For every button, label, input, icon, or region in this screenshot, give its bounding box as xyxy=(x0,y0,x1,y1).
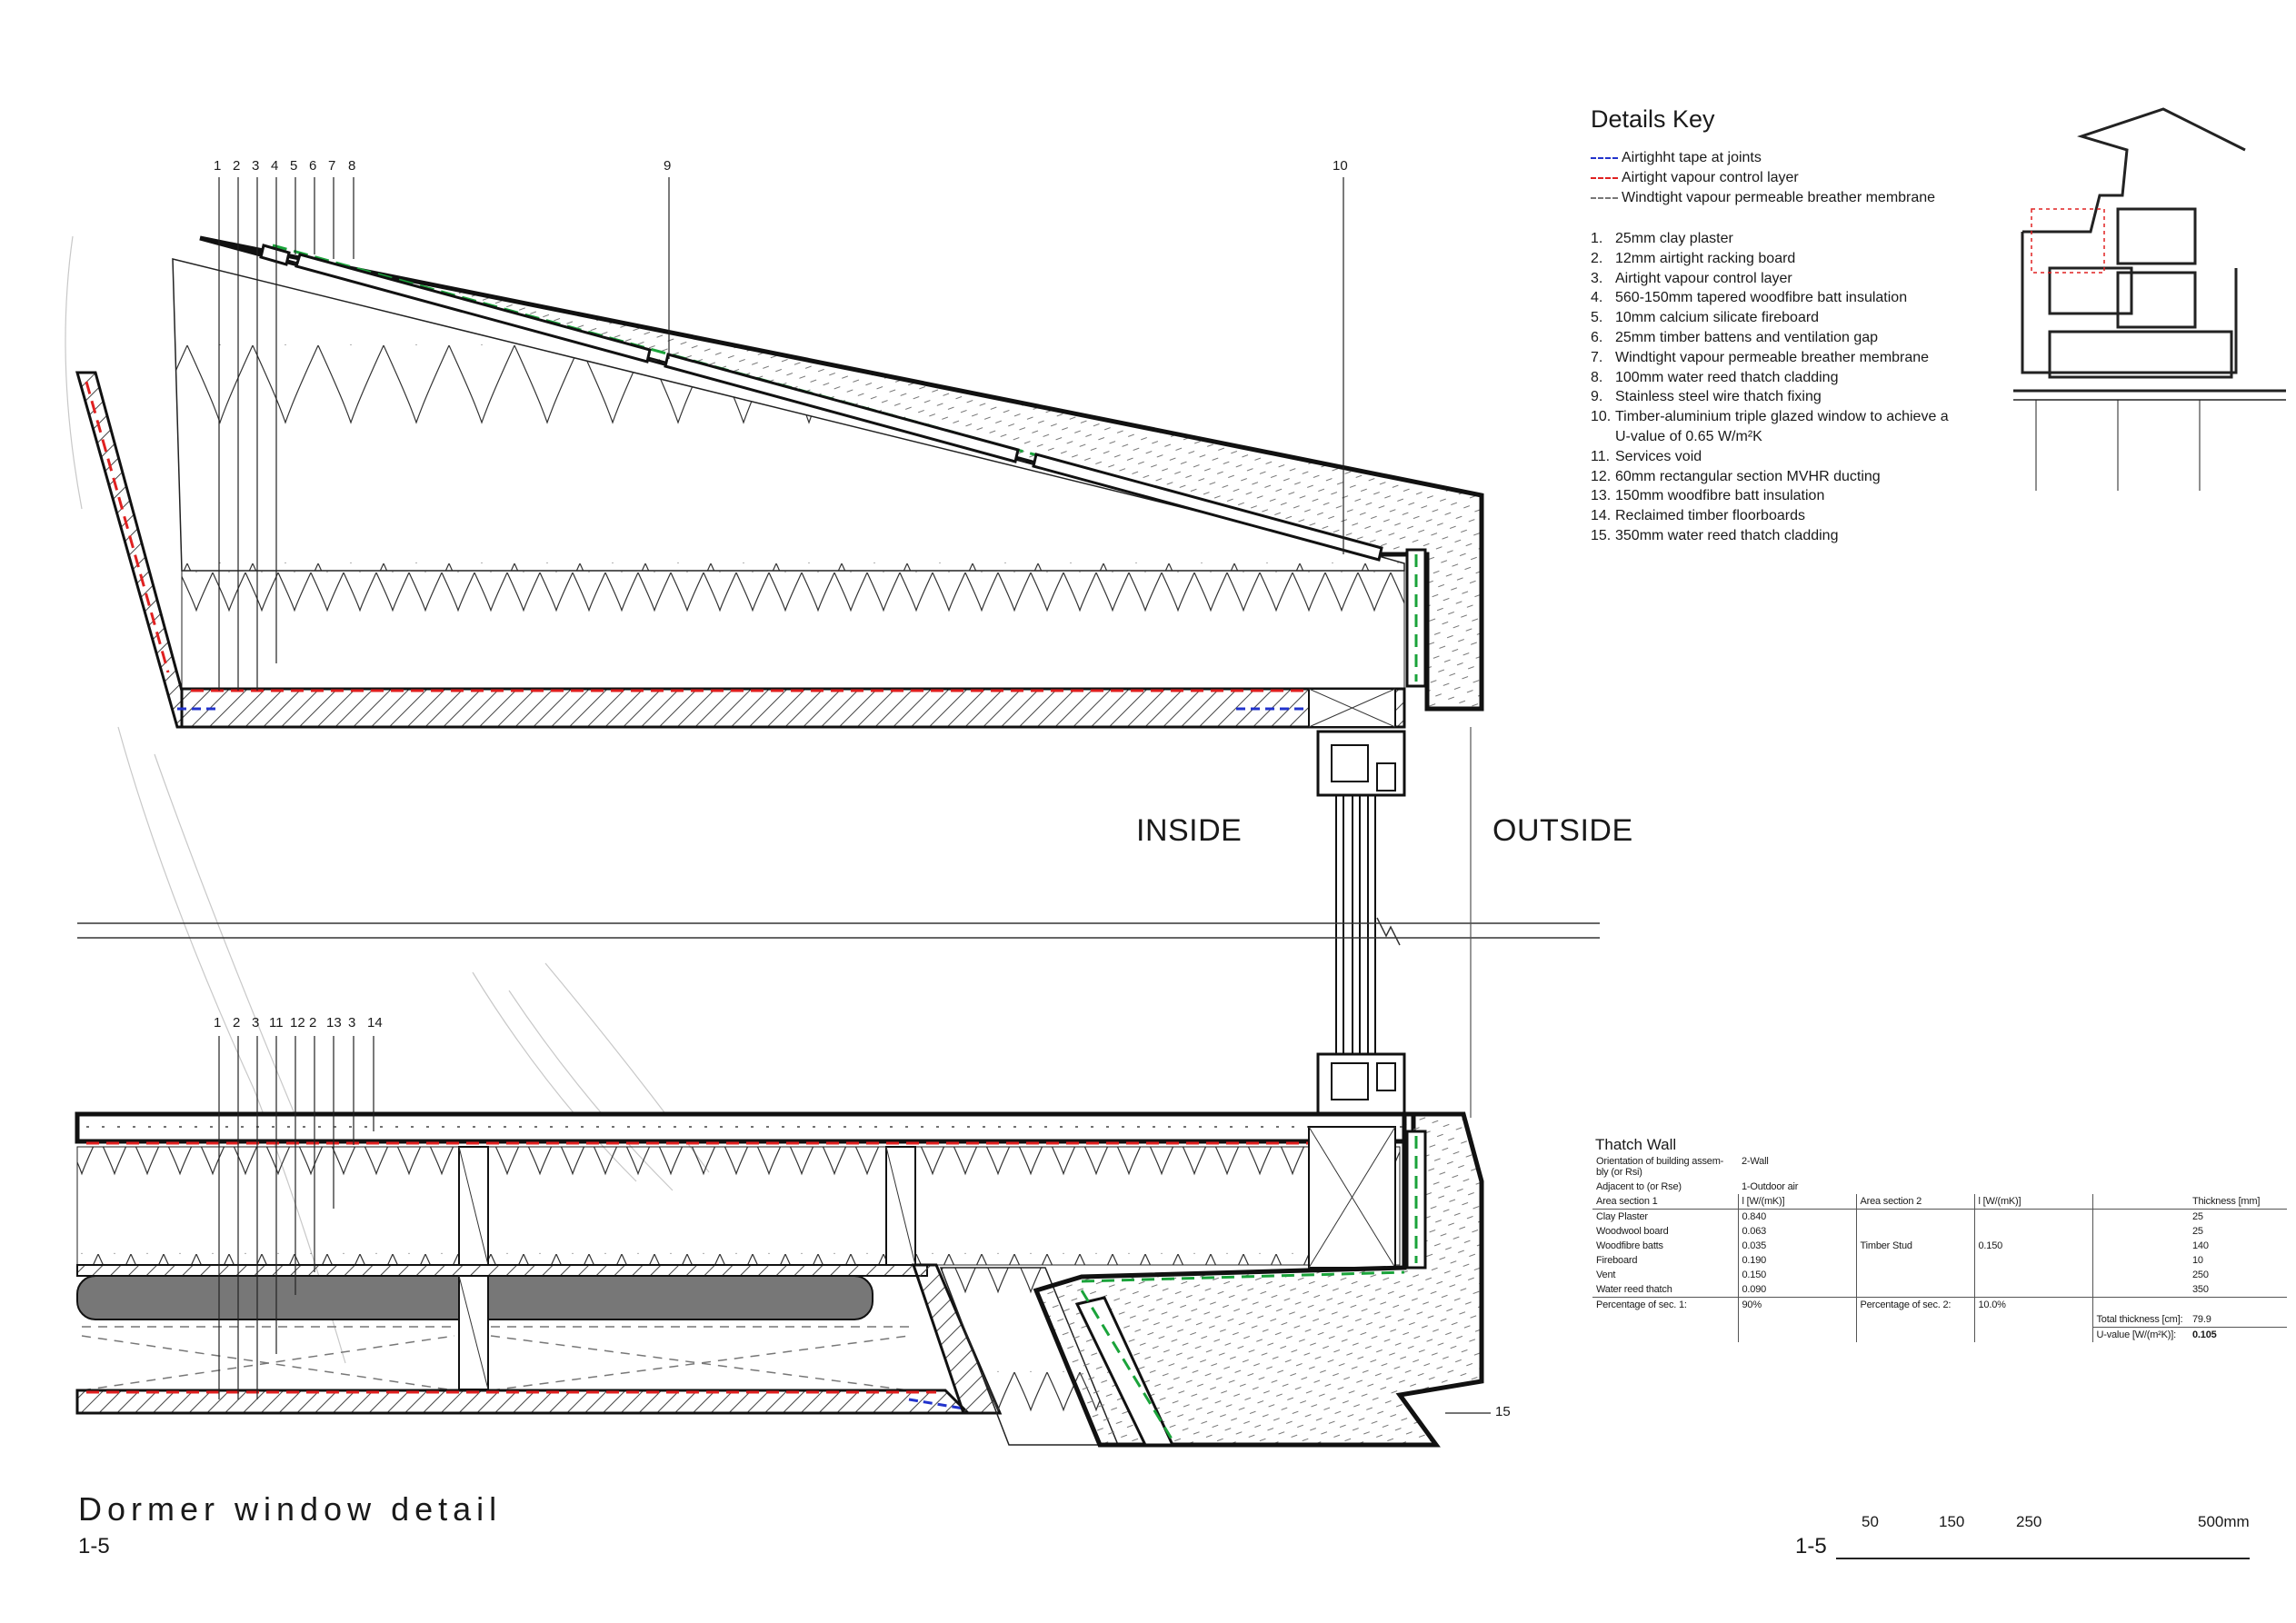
key-item: 8.100mm water reed thatch cladding xyxy=(1591,369,1839,385)
table-row: U-value [W/(m²K)]: 0.105 xyxy=(1592,1327,2287,1342)
callout-number: 1 xyxy=(214,158,222,174)
key-item: 4.560-150mm tapered woodfibre batt insul… xyxy=(1591,290,1908,306)
key-list: 1.25mm clay plaster 2.12mm airtight rack… xyxy=(1591,229,1972,546)
lower-thatch xyxy=(1033,1111,1484,1448)
callout-number: 7 xyxy=(328,158,336,174)
callout-number: 10 xyxy=(1333,158,1348,174)
ceiling-board xyxy=(180,687,1406,729)
break-line xyxy=(77,917,1600,946)
key-item: 5.10mm calcium silicate fireboard xyxy=(1591,310,1820,326)
scale-label-right: 1-5 xyxy=(1795,1534,1827,1558)
callout-number: 3 xyxy=(252,1015,260,1031)
callout-number: 3 xyxy=(252,158,260,174)
key-item: 3.Airtight vapour control layer xyxy=(1591,270,1792,286)
key-item: 10.Timber-aluminium triple glazed window… xyxy=(1591,409,1949,425)
key-item: 12.60mm rectangular section MVHR ducting xyxy=(1591,468,1881,484)
scale-label-left: 1-5 xyxy=(78,1534,110,1558)
callout-number: 4 xyxy=(271,158,279,174)
callout-number: 1 xyxy=(214,1015,222,1031)
batt-insulation-row xyxy=(181,570,1405,690)
table-row: Adjacent to (or Rse) 1-Outdoor air xyxy=(1596,1181,1799,1192)
callout-number: 14 xyxy=(367,1015,383,1031)
callout-number: 2 xyxy=(233,158,241,174)
callout-number: 12 xyxy=(290,1015,305,1031)
key-item: U-value of 0.65 W/m²K xyxy=(1615,428,1762,444)
key-item: 11.Services void xyxy=(1591,448,1702,464)
triple-glazed-window xyxy=(1316,730,1406,1115)
callout-number: 3 xyxy=(348,1015,356,1031)
callout-number: 15 xyxy=(1495,1404,1511,1419)
sloped-inner-wall xyxy=(75,371,184,729)
legend-tape: Airtighht tape at joints xyxy=(1591,148,1935,168)
callout-number: 13 xyxy=(326,1015,342,1031)
callout-number: 2 xyxy=(309,1015,317,1031)
table-row: Total thickness [cm]: 79.9 xyxy=(1592,1312,2287,1328)
outside-label: OUTSIDE xyxy=(1492,813,1633,848)
callout-number: 2 xyxy=(233,1015,241,1031)
upper-roof-assembly xyxy=(75,235,1484,729)
key-item: 7.Windtight vapour permeable breather me… xyxy=(1591,349,1930,365)
legend-vapour: Airtight vapour control layer xyxy=(1591,168,1935,188)
key-item: 2.12mm airtight racking board xyxy=(1591,250,1796,266)
scale-tick: 150 xyxy=(1939,1513,1965,1530)
scale-tick: 500mm xyxy=(2198,1513,2250,1530)
drawing-title: Dormer window detail xyxy=(78,1490,503,1528)
callout-number: 11 xyxy=(269,1015,284,1031)
scale-tick: 50 xyxy=(1862,1513,1879,1530)
key-item: 15.350mm water reed thatch cladding xyxy=(1591,527,1839,543)
scale-tick: 250 xyxy=(2016,1513,2042,1530)
thatch-wall-title: Thatch Wall xyxy=(1595,1136,1677,1153)
lower-floor-assembly xyxy=(75,1111,1484,1448)
callout-number: 6 xyxy=(309,158,317,174)
key-item: 1.25mm clay plaster xyxy=(1591,231,1733,246)
key-item: 14.Reclaimed timber floorboards xyxy=(1591,508,1805,524)
callout-number: 8 xyxy=(348,158,356,174)
legend-membrane: Windtight vapour permeable breather memb… xyxy=(1591,188,1935,208)
table-header: Area section 1 l [W/(mK)] Area section 2… xyxy=(1592,1194,2287,1210)
key-item: 6.25mm timber battens and ventilation ga… xyxy=(1591,329,1879,345)
inside-label: INSIDE xyxy=(1136,813,1243,848)
key-plan-section xyxy=(2013,107,2286,491)
thatch-wall-table: Orientation of building assem-bly (or Rs… xyxy=(1592,1154,2287,1342)
leader-lines xyxy=(218,177,1491,1414)
table-row: Percentage of sec. 1: 90% Percentage of … xyxy=(1592,1297,2287,1312)
details-key-title: Details Key xyxy=(1591,105,1715,133)
table-row: Orientation of building assem-bly (or Rs… xyxy=(1596,1156,1769,1178)
tapered-insulation xyxy=(172,258,1405,572)
callout-number: 5 xyxy=(290,158,298,174)
key-item: 9.Stainless steel wire thatch fixing xyxy=(1591,389,1822,405)
callout-number: 9 xyxy=(664,158,672,174)
legend: Airtighht tape at joints Airtight vapour… xyxy=(1591,148,1935,208)
key-item: 13.150mm woodfibre batt insulation xyxy=(1591,488,1825,504)
